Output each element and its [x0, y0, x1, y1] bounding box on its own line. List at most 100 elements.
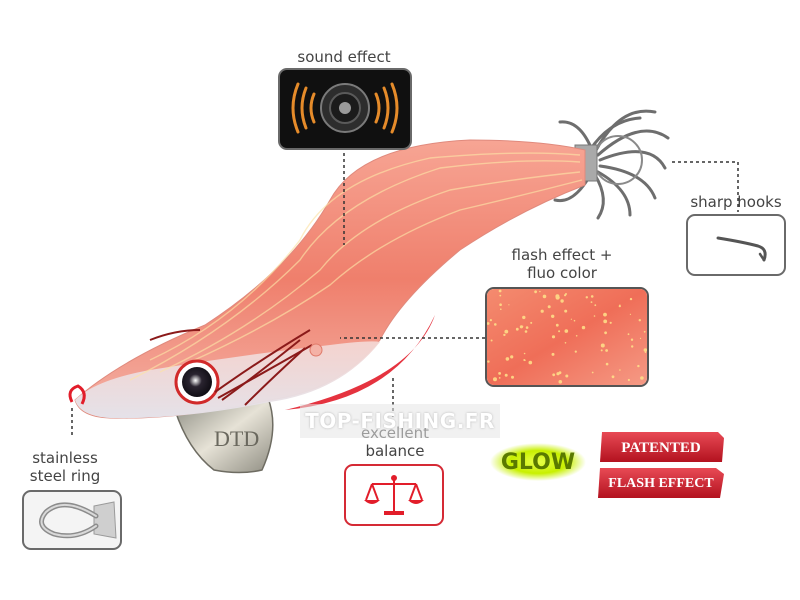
sparkle — [627, 378, 630, 382]
sparkle — [565, 374, 569, 378]
sparkle — [539, 290, 541, 293]
sparkle — [570, 318, 572, 320]
sparkle — [564, 342, 567, 344]
sparkle — [639, 337, 642, 339]
sound-effect-callout — [278, 68, 412, 150]
sparkle — [552, 373, 556, 377]
sparkle — [498, 289, 502, 293]
sparkle — [630, 338, 634, 341]
feather-tuft — [149, 329, 313, 406]
sound-effect-label: sound effect — [297, 48, 391, 66]
callout-leader-lines — [71, 147, 739, 438]
sparkle — [573, 319, 576, 322]
patented-badge-bg — [600, 432, 724, 462]
sparkle — [604, 331, 607, 335]
patented-badge: PATENTED — [621, 440, 701, 456]
nose-ring — [68, 384, 86, 405]
sparkle — [603, 312, 607, 317]
speaker-icon — [291, 82, 399, 134]
excellent-balance-callout — [344, 464, 444, 526]
sparkle — [581, 325, 586, 330]
sparkle — [547, 305, 551, 309]
sparkle — [605, 362, 609, 366]
sparkle — [555, 323, 559, 327]
sparkle — [523, 352, 526, 355]
sparkle — [493, 377, 497, 382]
sparkle — [644, 351, 647, 353]
sparkle — [611, 375, 615, 379]
sparkle — [638, 319, 641, 322]
sparkle — [560, 299, 564, 303]
sparkle — [575, 335, 578, 337]
glow-badge-bg — [490, 443, 586, 481]
sparkle — [591, 371, 594, 374]
sparkle — [551, 352, 555, 356]
sparkle — [574, 350, 577, 353]
shimmer-stripes — [129, 152, 583, 381]
sparkle — [530, 321, 533, 324]
steel-ring-callout — [22, 490, 122, 550]
sparkle — [487, 360, 490, 363]
sparkle — [542, 294, 547, 299]
hook-icon — [716, 236, 767, 262]
sparkle — [618, 305, 621, 308]
sparkle — [504, 373, 508, 377]
sparkle — [564, 329, 569, 333]
flash-texture-swatch — [487, 289, 647, 385]
sparkle — [631, 345, 634, 348]
flash-effect-badge: FLASH EFFECT — [608, 476, 714, 491]
sparkle — [629, 313, 631, 315]
sparkle — [489, 319, 492, 322]
sparkle — [551, 314, 555, 318]
sparkle — [505, 357, 510, 361]
sparkle — [637, 364, 640, 368]
sound-chamber-dot — [309, 343, 323, 357]
sparkle — [643, 330, 646, 333]
sparkle — [510, 355, 514, 359]
sharp-hooks-label: sharp hooks — [690, 193, 782, 211]
sparkle — [500, 308, 502, 310]
keel-sinker — [174, 397, 274, 474]
sparkle — [609, 321, 612, 324]
sparkle — [504, 329, 509, 334]
sparkle — [590, 295, 594, 298]
sparkle — [508, 304, 510, 306]
sparkle — [558, 380, 563, 384]
flash-effect-label-2: fluo color — [527, 264, 597, 282]
sparkle — [629, 297, 633, 301]
sparkle — [503, 333, 506, 337]
sparkle — [594, 304, 597, 307]
sharp-hooks-callout — [686, 214, 786, 276]
sparkle — [525, 326, 529, 329]
sparkle — [643, 348, 647, 352]
sparkle — [558, 330, 561, 333]
sparkle — [555, 294, 560, 299]
flash-effect-label-1: flash effect + — [511, 246, 613, 264]
stainless-label-2: steel ring — [29, 467, 101, 485]
sparkle — [619, 369, 621, 371]
scales-icon — [364, 475, 424, 515]
sparkle — [551, 335, 556, 339]
sparkle — [564, 309, 568, 313]
sparkle — [524, 330, 528, 333]
stainless-label-1: stainless — [32, 449, 98, 467]
steel-ring-icon — [39, 501, 117, 539]
sparkle — [490, 339, 493, 342]
sparkle — [605, 349, 608, 352]
sparkle — [523, 359, 526, 361]
lure-belly — [75, 341, 380, 419]
sparkle — [528, 360, 533, 365]
sparkle — [590, 301, 593, 303]
sparkle — [498, 372, 501, 375]
sparkle — [494, 323, 497, 326]
excellent-balance-label-2: balance — [365, 442, 425, 460]
sparkle — [600, 349, 603, 352]
sparkle — [515, 327, 519, 331]
sparkle — [487, 322, 490, 325]
sparkle — [556, 372, 560, 376]
sparkle — [499, 294, 502, 297]
sparkle — [603, 319, 608, 324]
flash-effect-callout — [485, 287, 649, 387]
